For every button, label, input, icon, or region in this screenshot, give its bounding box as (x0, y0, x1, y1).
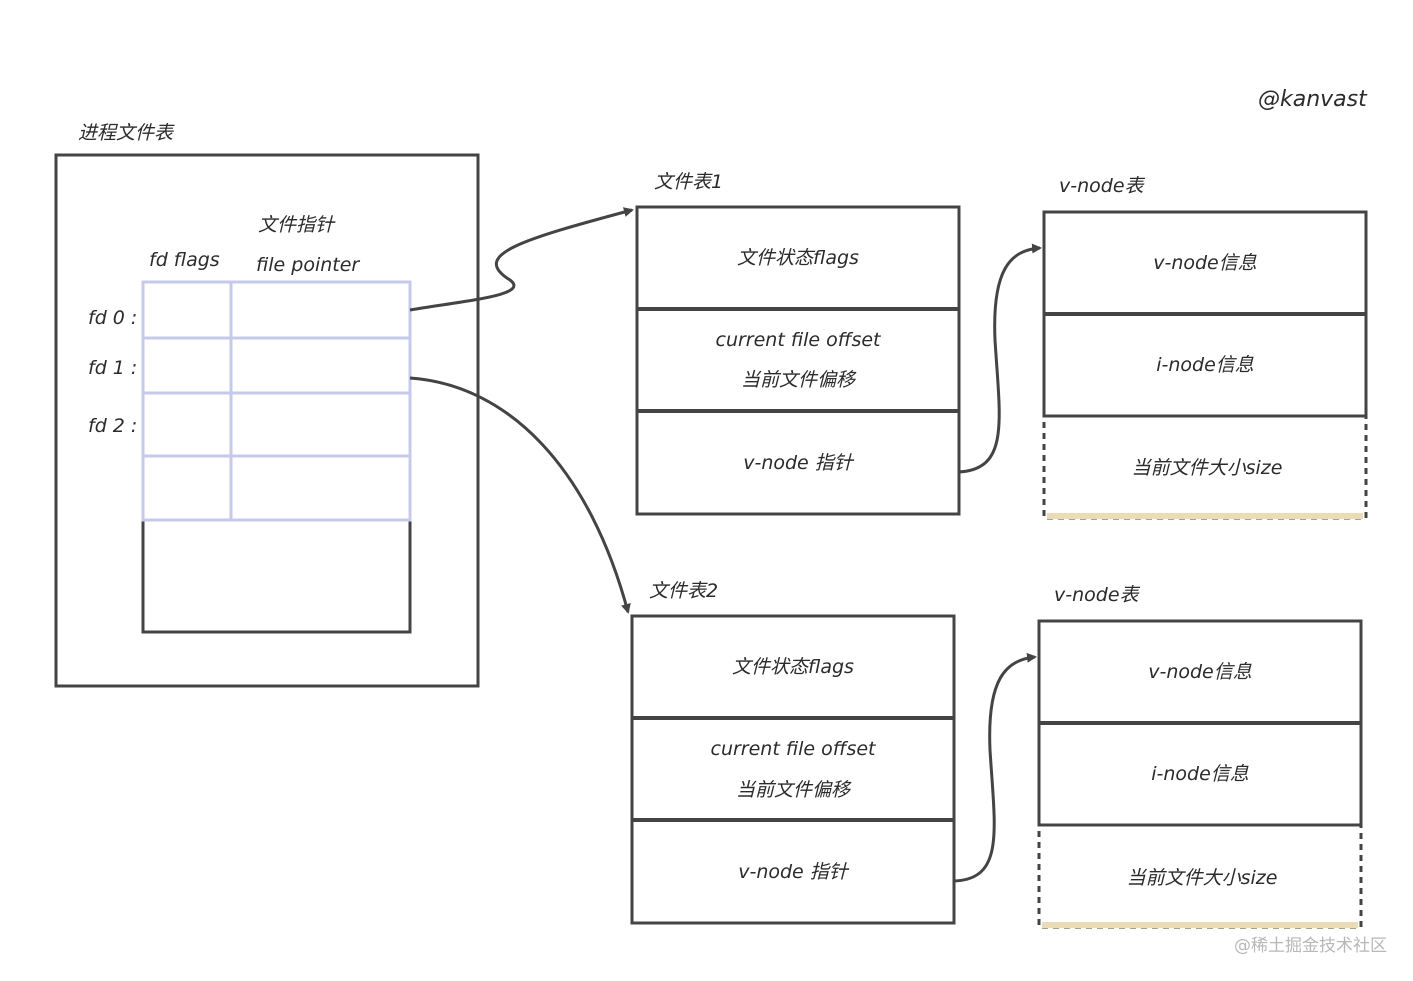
file-table-1: 文件表1 文件状态flags current file offset 当前文件偏… (635, 171, 961, 516)
file-table-1-offset-en: current file offset (716, 329, 883, 351)
vnode-table-2-inode-info: i-node信息 (1151, 763, 1249, 785)
author-label: @kanvast (1258, 87, 1368, 112)
file-table-1-frame (635, 205, 961, 516)
process-table-title: 进程文件表 (78, 122, 175, 144)
arrow-file-table-1-to-vnode-table-1 (957, 243, 1042, 474)
fd-grid (141, 280, 412, 522)
file-table-1-title: 文件表1 (654, 171, 723, 193)
fd-1-label: fd 1 : (88, 357, 137, 379)
file-table-2: 文件表2 文件状态flags current file offset 当前文件偏… (630, 580, 956, 925)
vnode-table-1: v-node表 v-node信息 i-node信息 当前文件大小size (1042, 175, 1368, 520)
vnode-table-1-title: v-node表 (1059, 175, 1146, 197)
vnode-table-2: v-node表 v-node信息 i-node信息 当前文件大小size (1037, 584, 1363, 929)
vnode-table-2-size: 当前文件大小size (1127, 867, 1278, 889)
file-table-2-status-flags: 文件状态flags (732, 656, 854, 678)
arrow-fd1-to-file-table-2 (409, 376, 631, 614)
file-table-2-vnode-pointer: v-node 指针 (738, 861, 850, 883)
process-file-table: 进程文件表 文件指针 fd flags file pointer fd 0 : … (54, 122, 480, 688)
file-table-1-vnode-pointer: v-node 指针 (743, 452, 855, 474)
vnode-table-1-vnode-info: v-node信息 (1153, 252, 1257, 274)
vnode-table-1-inode-info: i-node信息 (1156, 354, 1254, 376)
file-table-2-offset-cn: 当前文件偏移 (736, 779, 852, 801)
arrow-fd0-to-file-table-1 (409, 207, 634, 312)
file-pointer-cn-header: 文件指针 (258, 214, 336, 236)
file-table-2-title: 文件表2 (649, 580, 718, 602)
vnode-table-2-vnode-info: v-node信息 (1148, 661, 1252, 683)
file-pointer-en-header: file pointer (256, 254, 360, 276)
vnode-table-1-size: 当前文件大小size (1132, 457, 1283, 479)
file-table-1-status-flags: 文件状态flags (737, 247, 859, 269)
fd-2-label: fd 2 : (88, 415, 137, 437)
fd-flags-header: fd flags (149, 249, 220, 271)
file-table-2-frame (630, 614, 956, 925)
file-table-2-offset-en: current file offset (711, 738, 878, 760)
arrow-file-table-2-to-vnode-table-2 (952, 652, 1037, 883)
fd-0-label: fd 0 : (88, 307, 137, 329)
file-table-1-offset-cn: 当前文件偏移 (741, 369, 857, 391)
watermark: @稀土掘金技术社区 (1234, 936, 1387, 956)
vnode-table-2-title: v-node表 (1054, 584, 1141, 606)
